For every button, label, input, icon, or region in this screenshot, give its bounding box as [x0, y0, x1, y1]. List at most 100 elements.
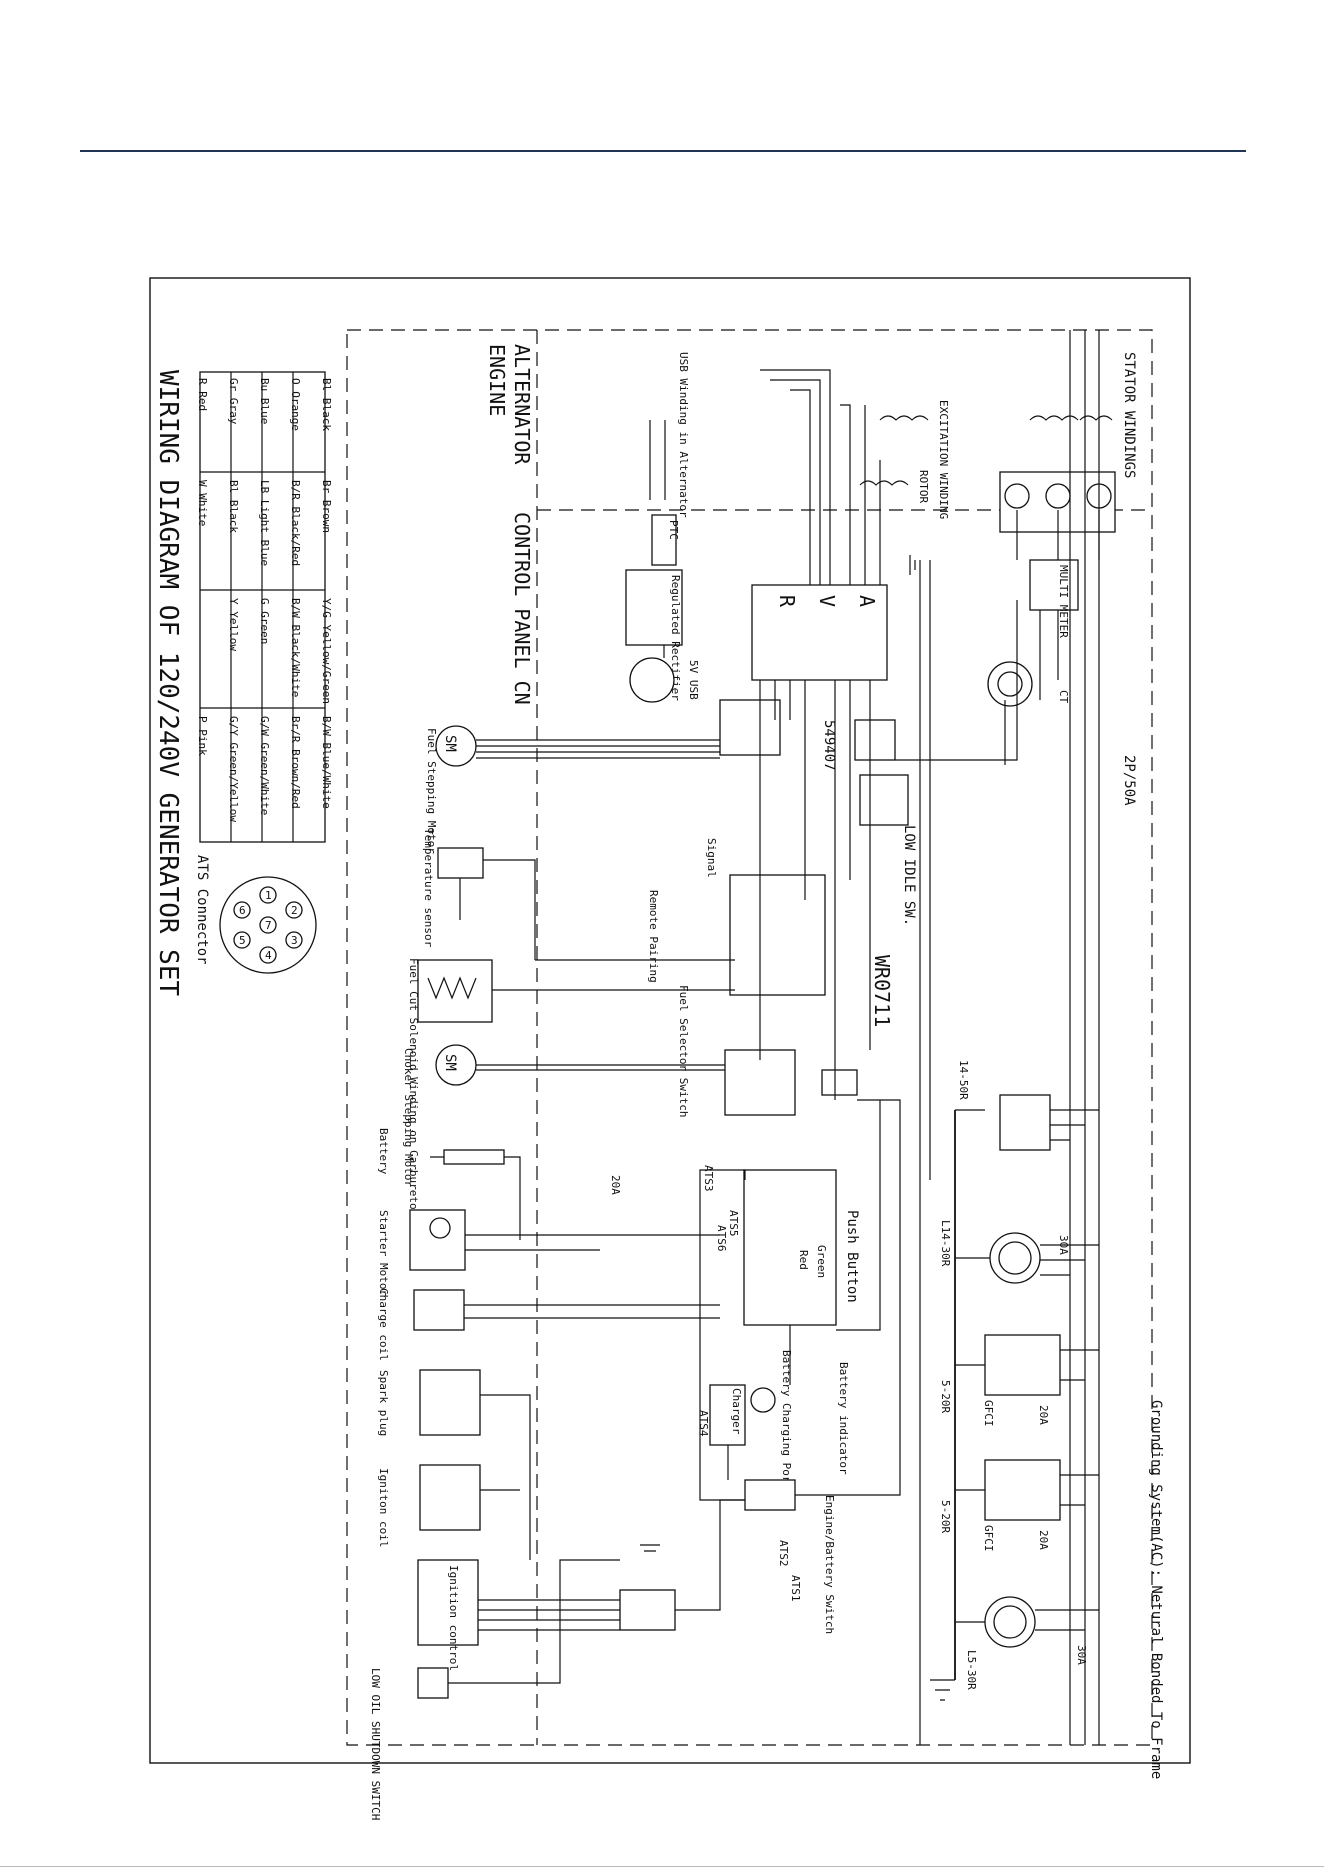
- terminal-w: [1045, 483, 1071, 509]
- breaker-20a-1: 20A: [1037, 1405, 1050, 1425]
- legend-entry: B/W Blue/White: [320, 716, 333, 809]
- temp-sensor-label: Temperature sensor: [422, 828, 435, 948]
- ats-pin: [259, 886, 277, 904]
- charge-coil-label: Charge coil: [377, 1288, 390, 1361]
- receptacle-5-20r-1-label: 5-20R: [939, 1380, 952, 1413]
- avr-r: R: [775, 595, 799, 608]
- engine-switch-label: Engine/Battery Switch: [823, 1495, 836, 1634]
- legend-entry: Gr Gray: [227, 378, 240, 425]
- legend-entry: G Green: [258, 598, 271, 644]
- low-idle-connector: [859, 774, 909, 826]
- ats2-label: ATS2: [777, 1540, 790, 1567]
- legend-entry: Y/G Yellow/Green: [320, 598, 333, 704]
- receptacle-l5-30r-label: L5-30R: [965, 1650, 978, 1690]
- green-label: Green: [815, 1245, 828, 1278]
- receptacle-14-50r-label: 14-50R: [957, 1060, 970, 1100]
- rotor-label: ROTOR: [917, 470, 930, 503]
- battery-label: Battery: [377, 1128, 390, 1175]
- ignition-control: [417, 1559, 479, 1646]
- main-breaker-label: 2P/50A: [1121, 755, 1137, 806]
- fuel-motor-sm: SM: [442, 735, 458, 752]
- ats-pin-number: 7: [265, 919, 272, 932]
- wires: [430, 330, 1100, 1745]
- generator-boundary: [346, 329, 1153, 1746]
- receptacle-5-20r-2: [984, 1459, 1061, 1521]
- ats-pin-number: 2: [291, 904, 298, 917]
- charger: [709, 1384, 746, 1446]
- charger-label: Charger: [730, 1388, 743, 1435]
- connector-wr0711: [729, 874, 826, 996]
- ptc-label: PTC: [667, 520, 680, 540]
- starter-label: Starter Motor: [377, 1210, 390, 1296]
- outer-frame: [149, 277, 1191, 1764]
- legend-entry: R Red: [196, 378, 209, 411]
- connector-small-1: [854, 719, 896, 761]
- spark-plug-coil: [419, 1369, 481, 1436]
- region-alternator: ALTERNATOR: [510, 344, 534, 465]
- usb-port: [629, 657, 675, 703]
- ats-pin: [259, 946, 277, 964]
- stator-label: STATOR WINDINGS: [1121, 352, 1137, 478]
- legend-entry: Br Brown: [320, 480, 333, 533]
- region-control-panel: CONTROL PANEL CN: [510, 512, 534, 705]
- low-oil-label: LOW OIL SHUTDOWN SWITCH: [369, 1668, 382, 1820]
- ignition-coil-label: Igniton coil: [377, 1468, 390, 1547]
- avr-a: A: [855, 595, 879, 607]
- gfci-1-label: GFCI: [982, 1400, 995, 1427]
- push-button: [743, 1169, 837, 1326]
- gfci-2-label: GFCI: [982, 1525, 995, 1552]
- battery-charging-port: [750, 1387, 776, 1413]
- battery: [443, 1149, 505, 1165]
- legend-entry: Br/R Brown/Red: [289, 716, 302, 809]
- battery-indicator-label: Battery indicator: [837, 1362, 850, 1475]
- legend-entry: LB Light Blue: [258, 480, 271, 566]
- choker-label: Choker Stepping Motor: [402, 1048, 415, 1187]
- ats3-label: ATS3: [702, 1165, 715, 1192]
- ats-pin: [285, 931, 303, 949]
- choker-sm: SM: [442, 1054, 458, 1071]
- ignition-coil: [419, 1464, 481, 1531]
- legend-entry: Bl Black: [320, 378, 333, 431]
- ats-pin: [233, 931, 251, 949]
- legend-entry: G/Y Green/Yellow: [227, 716, 240, 822]
- avr-v: V: [815, 595, 839, 607]
- rectifier-label: Regulated Rectifier: [669, 575, 682, 701]
- legend-entry: Bu Blue: [258, 378, 271, 424]
- red-label: Red: [797, 1250, 810, 1270]
- ats-pin-number: 1: [265, 889, 272, 902]
- fuel-motor-label: Fuel Stepping Motor: [425, 728, 438, 854]
- ignition-connector: [619, 1589, 676, 1631]
- temperature-sensor: [437, 847, 484, 879]
- legend-entry: G/W Green/White: [258, 716, 271, 815]
- receptacle-l14-30r-label: L14-30R: [939, 1220, 952, 1267]
- breaker-20a-label: 20A: [609, 1175, 622, 1195]
- remote-label: Remote Pairing: [647, 890, 660, 983]
- legend-entry: Bl Black: [227, 480, 240, 533]
- ats-connector-label: ATS Connector: [194, 855, 210, 965]
- ats6-label: ATS6: [715, 1225, 728, 1252]
- legend-entry: O Orange: [289, 378, 302, 431]
- legend-entry: B/R Black/Red: [289, 480, 302, 566]
- engine-battery-switch: [744, 1479, 796, 1511]
- legend-entry: P Pink: [196, 716, 209, 756]
- terminal-bl: [1004, 483, 1030, 509]
- legend-entry: Y Yellow: [227, 598, 240, 651]
- connector-549407: [719, 699, 781, 756]
- usb-label: 5V USB: [687, 660, 700, 700]
- ats4-label: ATS4: [697, 1410, 710, 1437]
- breaker-20a-2: 20A: [1037, 1530, 1050, 1550]
- ats-pin-number: 5: [239, 934, 246, 947]
- ow-connector: [821, 1069, 858, 1096]
- battery-port-label: Battery Charging Port: [780, 1350, 793, 1489]
- breaker-30a-2: 30A: [1075, 1645, 1088, 1665]
- module-549407-label: 549407: [821, 720, 837, 771]
- ats5-label: ATS5: [727, 1210, 740, 1237]
- usb-winding-label: USB Winding in Alternator: [677, 352, 690, 518]
- legend-entry: W White: [196, 480, 209, 526]
- ats-pin: [233, 901, 251, 919]
- regulated-rectifier: [625, 569, 683, 646]
- ct-label: CT: [1057, 690, 1070, 704]
- receptacle-5-20r-1: [984, 1334, 1061, 1396]
- diagram-title: WIRING DIAGRAM OF 120/240V GENERATOR SET: [153, 370, 183, 996]
- spark-plug-label: Spark plug: [377, 1370, 390, 1436]
